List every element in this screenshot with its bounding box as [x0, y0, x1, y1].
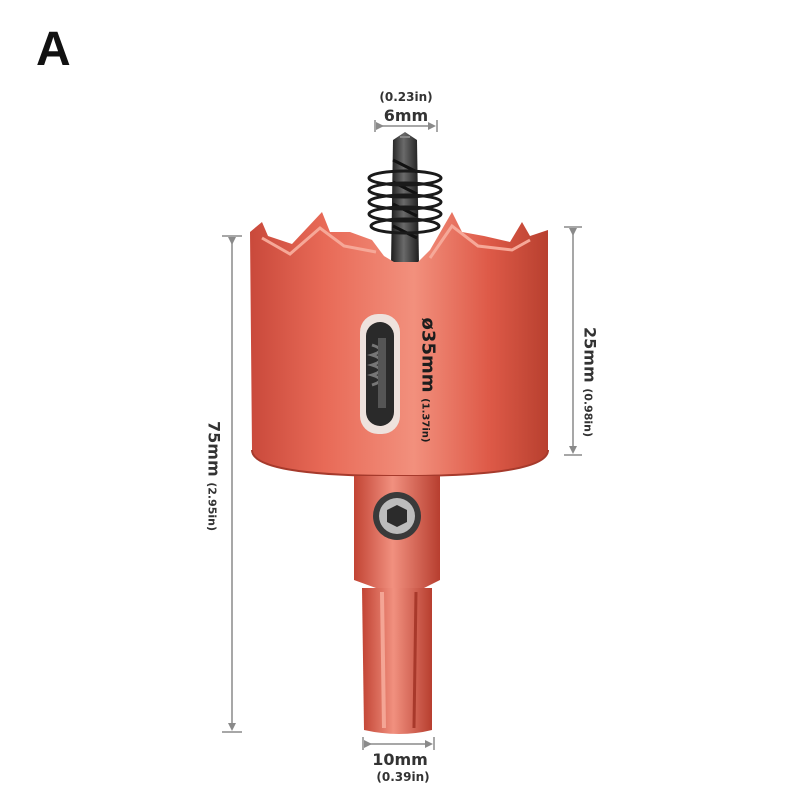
cutting-depth-in: (0.98in) [581, 388, 595, 437]
shank-width-in: (0.39in) [376, 770, 430, 784]
total-length-mm: 75mm [204, 421, 224, 477]
total-length-label: 75mm (2.95in) [205, 421, 224, 531]
total-length-in: (2.95in) [205, 482, 219, 531]
spring-icon [367, 169, 443, 235]
cutter-cup [250, 212, 549, 478]
variant-label: A [36, 23, 71, 76]
shank-width-mm: 10mm [372, 750, 428, 769]
dimension-lines [222, 120, 582, 750]
cutter-diameter-label: ø35mm (1.37in) [418, 318, 439, 443]
cutter-diameter-mm: ø35mm [417, 317, 439, 393]
cutter-diameter-in: (1.37in) [419, 398, 431, 443]
cutting-depth-label: 25mm (0.98in) [581, 327, 600, 437]
cutting-depth-mm: 25mm [580, 327, 600, 383]
pilot-bit-width-mm: 6mm [383, 106, 429, 125]
hex-socket-screw-icon [373, 492, 421, 540]
pilot-bit-width-in: (0.23in) [379, 90, 433, 104]
